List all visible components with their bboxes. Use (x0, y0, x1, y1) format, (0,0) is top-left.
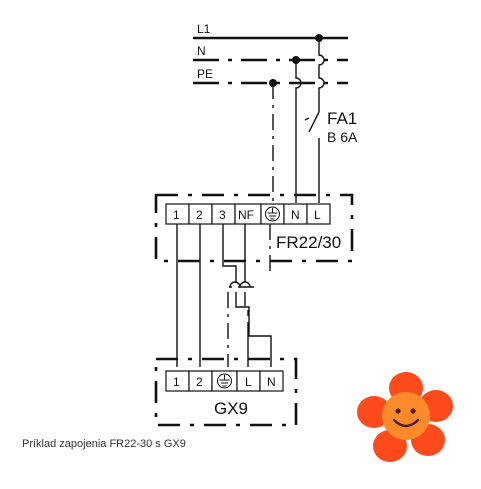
device-name: GX9 (214, 399, 248, 418)
controller-terminal-label: 3 (219, 208, 226, 222)
supply-buses: L1 N PE (193, 22, 348, 85)
controller-terminal-strip: 1 2 3 NF N L (165, 203, 331, 225)
n-feed-wire (295, 60, 302, 203)
n-bus-label: N (197, 44, 206, 58)
smiley-flower-icon (357, 372, 453, 462)
controller-terminal-label: N (291, 208, 300, 222)
device-terminal-label: 2 (196, 375, 203, 389)
device-terminal-strip: 1 2 L N (165, 370, 284, 392)
device-terminal-label: 1 (173, 375, 180, 389)
controller-terminal-label: NF (238, 208, 254, 222)
device-terminal-label: L (245, 375, 252, 389)
pe-bus-label: PE (197, 67, 213, 81)
device-enclosure (154, 357, 298, 427)
breaker-name: FA1 (327, 109, 357, 128)
interconnect-wires (176, 224, 272, 367)
device-terminal-label: N (267, 375, 276, 389)
controller-enclosure (154, 193, 354, 263)
breaker-rating: B 6A (327, 129, 358, 145)
ground-icon (265, 206, 280, 222)
controller-terminal (306, 203, 331, 225)
device-terminal (259, 370, 284, 392)
l-feed-wire (304, 38, 325, 203)
controller-name: FR22/30 (276, 233, 341, 252)
diagram-caption: Príklad zapojenia FR22-30 s GX9 (22, 438, 186, 450)
controller-terminal-label: 1 (173, 208, 180, 222)
controller-terminal-label: 2 (196, 208, 203, 222)
ground-icon (217, 373, 232, 389)
controller-terminal-label: L (314, 208, 321, 222)
l1-bus-label: L1 (197, 22, 211, 36)
